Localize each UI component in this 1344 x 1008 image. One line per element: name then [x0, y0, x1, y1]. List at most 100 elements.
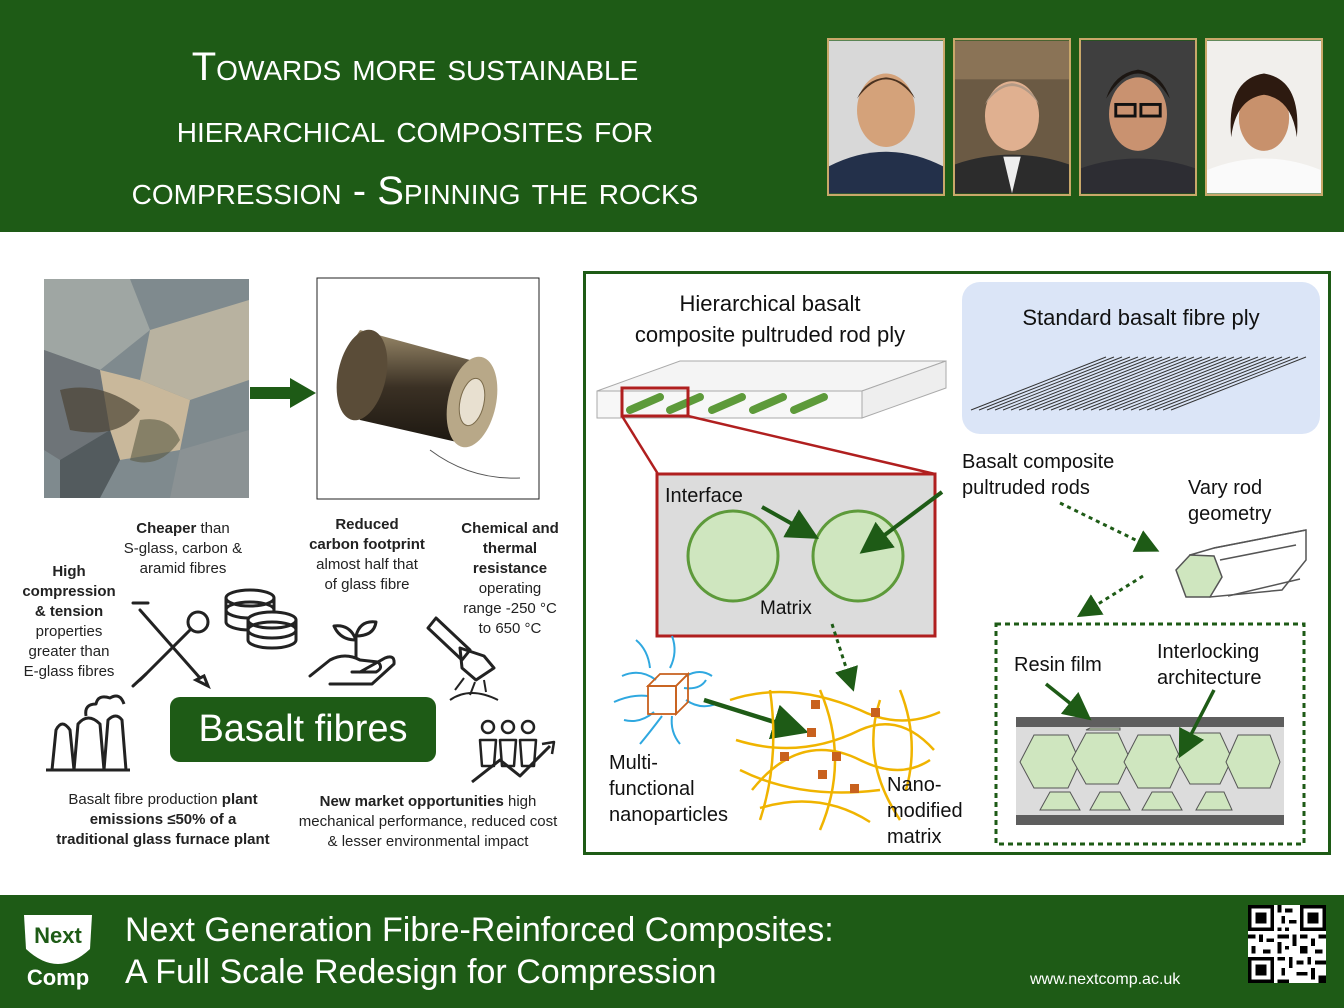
chem-bold-1: Chemical and [461, 520, 559, 537]
coins-icon [224, 588, 298, 650]
high-bold-2: compression [22, 583, 116, 600]
vary-line-2: geometry [1188, 503, 1272, 525]
cheaper-line-2: S-glass, carbon & [123, 540, 243, 557]
hand-plant-icon [308, 620, 396, 686]
interlock-arrow [1178, 689, 1216, 759]
chem-bold-3: resistance [472, 560, 548, 577]
cheaper-bold: Cheaper [136, 520, 197, 537]
resin-film-label: Resin film [1014, 654, 1102, 676]
multi-line-2: functional [609, 778, 695, 800]
high-line-5: greater than [28, 643, 110, 660]
logo-text-next: Next [34, 923, 82, 948]
footer-banner: Next Comp Next Generation Fibre-Reinforc… [0, 895, 1344, 1008]
high-bold-1: High [52, 563, 86, 580]
header-banner: Towards more sustainable hierarchical co… [0, 0, 1344, 232]
carbon-line-4: of glass fibre [324, 576, 410, 593]
logo-text-comp: Comp [27, 965, 89, 990]
nano-line-2: modified [887, 800, 963, 822]
carbon-bold-1: Reduced [335, 516, 399, 533]
rods-arrow [859, 490, 944, 554]
emissions-bold-1: plant [221, 791, 258, 808]
high-compression-text: High compression & tension properties gr… [8, 562, 130, 682]
rods-line-2: pultruded rods [962, 477, 1090, 499]
nano-line-3: matrix [887, 826, 942, 848]
high-bold-3: & tension [34, 603, 104, 620]
nano-line-1: Nano- [887, 774, 942, 796]
emissions-bold-2: emissions ≤50% of a [89, 811, 237, 828]
rock-to-spool-arrow [250, 378, 316, 408]
rods-line-1: Basalt composite [962, 451, 1115, 473]
nanoparticle-arrow [703, 697, 809, 740]
person-photo-3 [1079, 38, 1197, 196]
emissions-text: Basalt fibre production plant emissions … [28, 790, 298, 850]
hierarchical-ply-label: Hierarchical basalt composite pultruded … [600, 288, 940, 350]
footer-title-line-1: Next Generation Fibre-Reinforced Composi… [125, 911, 834, 949]
rods-label: Basalt composite pultruded rods [962, 449, 1114, 501]
hier-line-1: Hierarchical basalt [679, 291, 861, 316]
interlock-line-1: Interlocking [1157, 641, 1260, 663]
geometry-to-architecture-arrow [1076, 574, 1144, 618]
tools-icon [131, 601, 211, 690]
chem-line-5: range -250 °C [463, 600, 557, 617]
vary-line-1: Vary rod [1188, 477, 1263, 499]
hammer-icon [426, 616, 499, 701]
resin-film-arrow [1044, 682, 1092, 721]
carbon-bold-2: carbon footprint [309, 536, 425, 553]
market-line-2: mechanical performance, reduced cost [298, 813, 558, 830]
vary-geometry-dotted-arrow [1059, 501, 1160, 552]
interlocking-layup [1016, 717, 1284, 825]
matrix-label: Matrix [760, 598, 812, 619]
carbon-line-3: almost half that [316, 556, 418, 573]
cheaper-line-3: aramid fibres [139, 560, 227, 577]
page-title: Towards more sustainable hierarchical co… [20, 36, 810, 222]
website-link[interactable]: www.nextcomp.ac.uk [1030, 971, 1181, 988]
emissions-pre: Basalt fibre production [68, 791, 222, 808]
high-line-4: properties [35, 623, 103, 640]
qr-code[interactable] [1248, 905, 1326, 983]
footer-title: Next Generation Fibre-Reinforced Composi… [125, 909, 834, 993]
person-photo-2 [953, 38, 1071, 196]
architecture-dotted-frame [994, 622, 1306, 846]
nano-modified-matrix-icon [729, 689, 941, 831]
hier-line-2: composite pultruded rod ply [634, 322, 906, 347]
title-line-3: compression - Spinning the rocks [131, 169, 699, 213]
people-chart-icon [471, 719, 556, 784]
hexagonal-rod [1175, 529, 1307, 598]
interlock-line-2: architecture [1157, 667, 1262, 689]
chemical-resistance-text: Chemical and thermal resistance operatin… [449, 519, 571, 639]
multi-line-1: Multi- [609, 752, 658, 774]
footer-title-line-2: A Full Scale Redesign for Compression [125, 953, 717, 991]
emissions-bold-3: traditional glass furnace plant [56, 831, 270, 848]
pultruded-rods [626, 393, 828, 414]
chem-line-6: to 650 °C [478, 620, 542, 637]
title-line-1: Towards more sustainable [191, 45, 639, 89]
chem-bold-2: thermal [482, 540, 538, 557]
interface-label: Interface [665, 485, 743, 507]
interlocking-label: Interlocking architecture [1157, 639, 1262, 691]
nextcomp-logo: Next Comp [18, 909, 98, 995]
person-photo-1 [827, 38, 945, 196]
nano-matrix-label: Nano- modified matrix [887, 772, 963, 850]
nanoparticles-label: Multi- functional nanoparticles [609, 750, 728, 828]
high-line-6: E-glass fibres [23, 663, 115, 680]
market-text: New market opportunities high mechanical… [278, 792, 578, 852]
hierarchical-composite-panel [583, 271, 1331, 855]
market-rest: high [503, 793, 537, 810]
title-line-2: hierarchical composites for [176, 107, 654, 151]
vary-geometry-label: Vary rod geometry [1188, 475, 1271, 527]
chem-line-4: operating [478, 580, 542, 597]
factory-icon [46, 694, 130, 772]
basalt-rock-photo [44, 279, 249, 498]
standard-ply-label: Standard basalt fibre ply [1022, 305, 1260, 330]
cheaper-text: Cheaper than S-glass, carbon & aramid fi… [108, 519, 258, 579]
carbon-footprint-text: Reduced carbon footprint almost half tha… [292, 515, 442, 595]
basalt-spool-photo [316, 277, 540, 500]
market-line-3: & lesser environmental impact [327, 833, 529, 850]
multi-line-3: nanoparticles [609, 804, 728, 826]
basalt-fibres-label: Basalt fibres [170, 697, 436, 762]
matrix-dotted-arrow [830, 623, 858, 692]
market-bold: New market opportunities [319, 793, 504, 810]
interface-arrow [761, 505, 819, 539]
cheaper-rest: than [196, 520, 230, 537]
person-photo-4 [1205, 38, 1323, 196]
